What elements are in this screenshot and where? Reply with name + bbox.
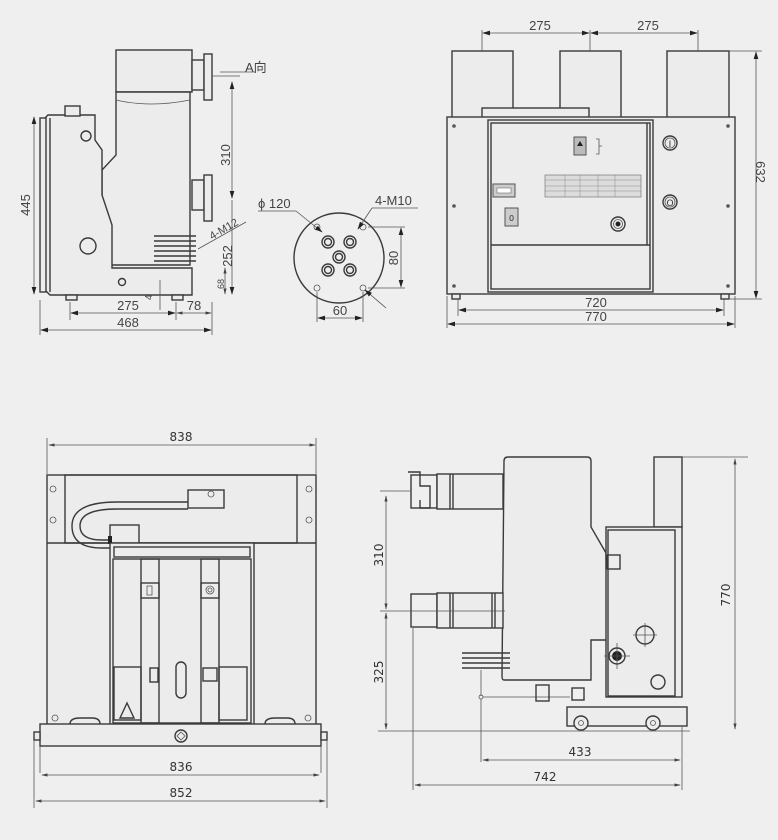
manual-operation-hole — [610, 216, 626, 232]
dim-720: 720 — [585, 295, 607, 310]
dim-275-right: 275 — [637, 18, 659, 33]
dim-433: 433 — [569, 745, 592, 759]
warning-icon — [118, 701, 136, 719]
dim-742: 742 — [534, 770, 557, 784]
dim-275-left: 275 — [529, 18, 551, 33]
front-view-bottom: 838 — [33, 430, 328, 808]
svg-text:I: I — [669, 140, 672, 150]
dim-80: 80 — [386, 251, 401, 265]
svg-text:0: 0 — [509, 214, 514, 223]
dim-770-bottom: 770 — [719, 584, 733, 607]
bolt-label-m10: 4-M10 — [375, 193, 412, 208]
terminal-detail: ϕ 120 4-M10 80 60 — [258, 193, 418, 322]
on-button — [662, 135, 678, 151]
side-view-top: 445 310 252 68 4 A向 4-M12 275 78 468 — [18, 49, 267, 335]
dim-770: 770 — [585, 309, 607, 324]
diameter-label: ϕ 120 — [258, 196, 291, 211]
dim-836: 836 — [170, 760, 193, 774]
dim-68: 68 — [216, 279, 226, 289]
dim-275: 275 — [117, 298, 139, 313]
dim-310: 310 — [218, 144, 233, 166]
dim-252: 252 — [220, 245, 235, 267]
dim-838: 838 — [170, 430, 193, 444]
dim-468: 468 — [117, 315, 139, 330]
dim-325: 325 — [372, 661, 386, 684]
off-button — [662, 194, 678, 210]
counter-window — [504, 207, 519, 227]
dim-632: 632 — [753, 161, 768, 183]
front-view-top: 0 I O 275 275 632 720 770 — [446, 18, 768, 328]
svg-text:O: O — [666, 199, 673, 209]
dim-852: 852 — [170, 786, 193, 800]
dim-78: 78 — [187, 298, 201, 313]
side-view-bottom: 310 325 770 433 742 — [372, 456, 748, 790]
dim-60: 60 — [333, 303, 347, 318]
dim-4: 4 — [144, 294, 155, 300]
direction-label: A向 — [245, 60, 267, 75]
dim-445: 445 — [18, 194, 33, 216]
dim-310-bottom: 310 — [372, 544, 386, 567]
